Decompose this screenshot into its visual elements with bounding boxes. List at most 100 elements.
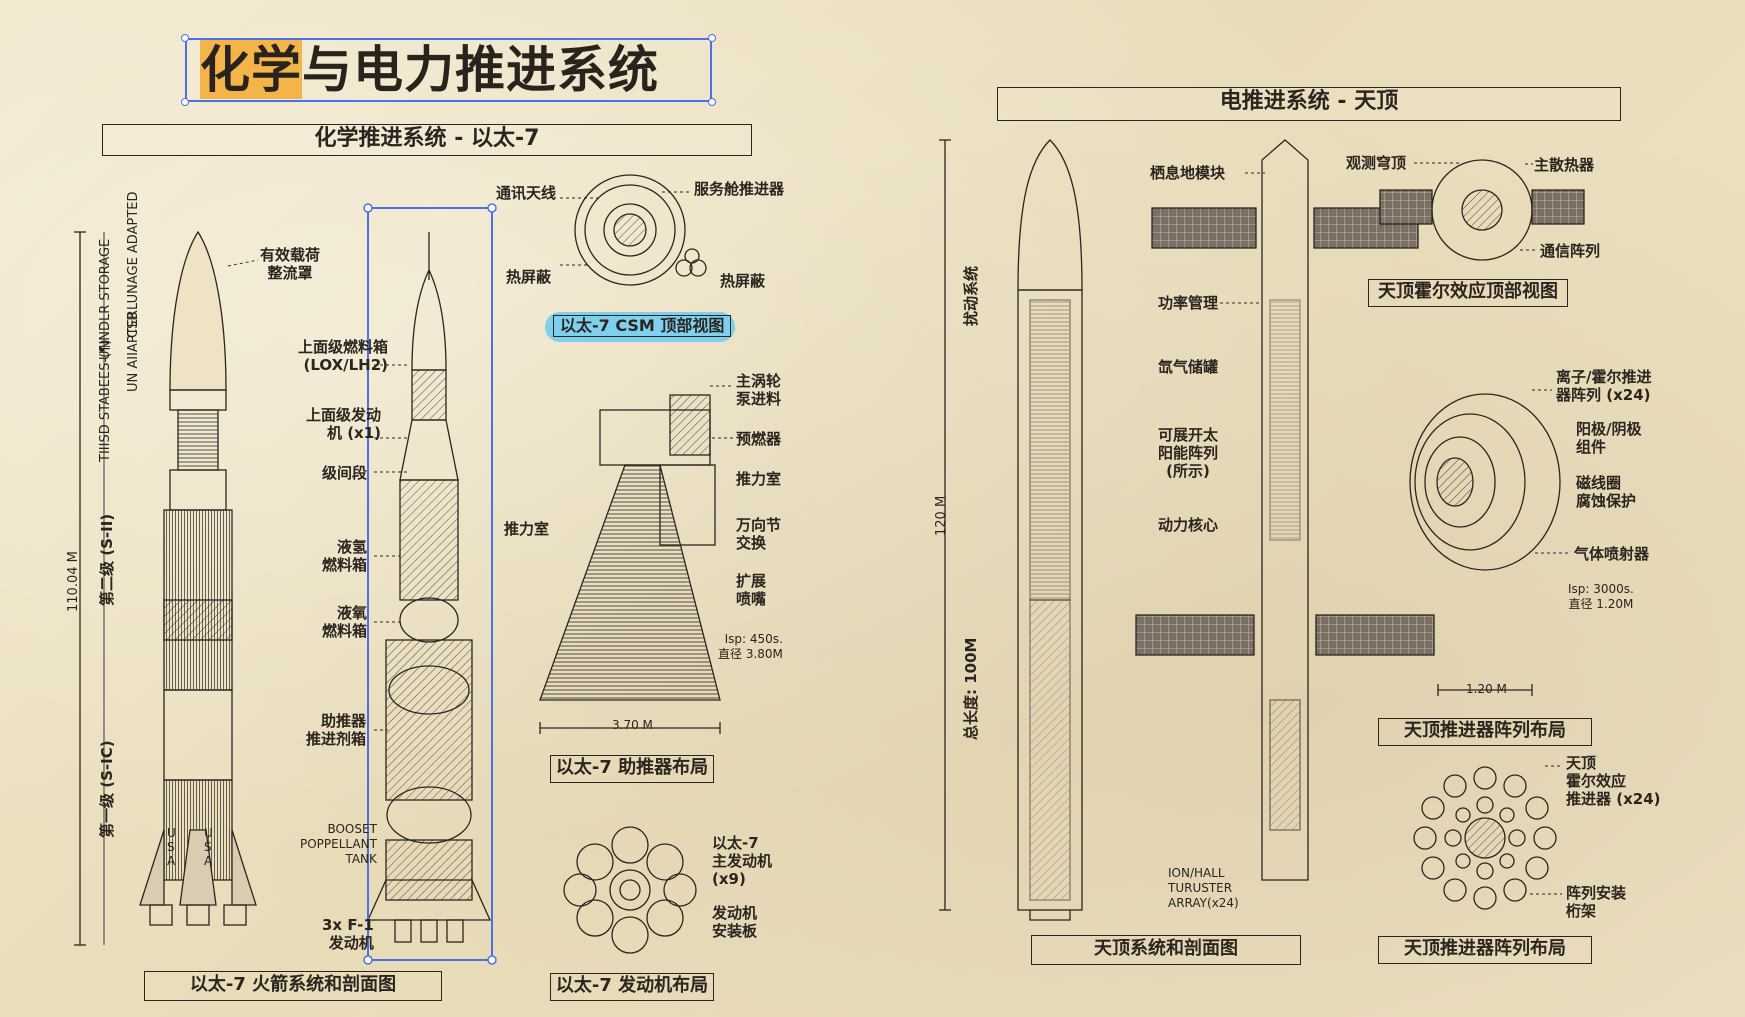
label-text: 助推器 推进剂箱 (306, 712, 367, 748)
label-gas-injector: 气体喷射器 (1574, 545, 1650, 563)
csm-caption-highlight[interactable]: 以太-7 CSM 顶部视图 (545, 312, 735, 342)
label-text: 液氧 燃料箱 (322, 604, 368, 640)
label-nozzle: 扩展 喷嘴 (736, 572, 766, 608)
label-ion-hall-array: 离子/霍尔推进 器阵列 (x24) (1556, 368, 1651, 404)
dim-engine-width: 3.70 M (612, 718, 653, 732)
title-rest: 与电力推进系统 (302, 40, 659, 99)
caption-zenith-top-view: 天顶霍尔效应顶部视图 (1368, 279, 1568, 307)
label-radiator: 主散热器 (1534, 156, 1595, 174)
dim-stage2: 第二级 (S-II) (98, 513, 116, 606)
label-mount-plate: 发动机 安装板 (712, 904, 757, 940)
label-text: Isp: 3000s. 直径 1.20M (1568, 582, 1634, 611)
label-upper-engine: 上面级发动 机 (x1) (306, 406, 381, 442)
label-text: 离子/霍尔推进 器阵列 (x24) (1556, 368, 1652, 404)
label-text: 天顶 霍尔效应 推进器 (x24) (1566, 754, 1661, 808)
caption-engine-layout: 以太-7 发动机布局 (550, 973, 714, 1001)
label-interstage: 级间段 (322, 464, 368, 482)
label-text: 扩展 喷嘴 (736, 572, 767, 608)
label-xenon: 氙气储罐 (1158, 358, 1219, 376)
label-heat-shield-1: 热屏蔽 (506, 268, 552, 286)
right-section-title: 电推进系统 - 天顶 (997, 87, 1621, 121)
label-text: 上面级发动 机 (x1) (306, 406, 382, 442)
label-text: 上面级燃料箱 (LOX/LH2) (298, 338, 389, 374)
dim-120m: 120 M (934, 495, 949, 536)
label-comm-array: 通信阵列 (1540, 242, 1601, 260)
label-gimbal: 万向节 交换 (736, 516, 781, 552)
dim-s5: TIIISD STABEES-(¶) (98, 339, 113, 462)
label-text: 发动机 安装板 (712, 904, 758, 940)
label-power-mgmt: 功率管理 (1158, 294, 1219, 312)
label-heat-shield-2: 热屏蔽 (720, 272, 766, 290)
label-lh2-tank: 液氢 燃料箱 (322, 538, 367, 574)
label-text: 液氢 燃料箱 (322, 538, 368, 574)
label-text: 主涡轮 泵进料 (736, 372, 782, 408)
zenith-rocket-cutaway (939, 139, 1083, 921)
label-text: 磁线圈 腐蚀保护 (1576, 474, 1637, 510)
label-upper-tank: 上面级燃料箱 (LOX/LH2) (298, 338, 388, 374)
label-turbopump: 主涡轮 泵进料 (736, 372, 781, 408)
title-selection-box[interactable] (185, 38, 712, 102)
label-array-truss: 阵列安装 桁架 (1566, 884, 1626, 920)
label-solar: 可展开太 阳能阵列 (所示) (1158, 426, 1218, 480)
label-booset: BOOSET POPPELLANT TANK (300, 822, 377, 867)
label-text: 3x F-1 发动机 (322, 916, 374, 952)
title-highlight: 化学 (200, 40, 302, 99)
dim-s4: UN AIIAPTER (126, 310, 141, 392)
label-text: 以太-7 主发动机 (x9) (712, 834, 773, 888)
caption-thruster-array-1: 天顶推进器阵列布局 (1378, 718, 1592, 746)
label-thrust-chamber-l: 推力室 (504, 520, 550, 538)
usa-text: USA (167, 826, 176, 868)
label-text: BOOSET POPPELLANT TANK (300, 822, 377, 866)
label-antenna: 通讯天线 (496, 184, 557, 202)
zenith-top-view (1379, 159, 1585, 261)
caption-booster-layout: 以太-7 助推器布局 (550, 755, 714, 783)
caption-csm-top-view[interactable]: 以太-7 CSM 顶部视图 (553, 315, 732, 337)
label-isp-chem: Isp: 450s. 直径 3.80M (718, 632, 783, 662)
hall-thruster-detail (1409, 393, 1561, 696)
csm-top-view (574, 174, 707, 286)
booster-engine-drawing (539, 394, 721, 734)
label-text: 有效载荷 整流罩 (260, 246, 321, 282)
zenith-station (1135, 139, 1435, 881)
left-section-title: 化学推进系统 - 以太-7 (102, 124, 752, 156)
aether7-rocket-cutaway (366, 232, 492, 943)
dim-thruster-width: 1.20 M (1466, 682, 1507, 696)
selection-handle[interactable] (181, 98, 189, 106)
dim-stage1: 第一级 (S-IC) (98, 740, 116, 838)
label-isp-electric: Isp: 3000s. 直径 1.20M (1568, 582, 1634, 612)
label-main-engines: 以太-7 主发动机 (x9) (712, 834, 772, 888)
thruster-array (1413, 766, 1557, 910)
label-preburner: 预燃器 (736, 430, 782, 448)
label-mag-coil: 磁线圈 腐蚀保护 (1576, 474, 1636, 510)
usa-mark: USA (167, 826, 179, 868)
selection-handle[interactable] (708, 34, 716, 42)
label-ion-array: ION/HALL TURUSTER ARRAY(x24) (1168, 866, 1239, 911)
engine-layout-x9 (563, 826, 697, 954)
caption-rocket-system: 以太-7 火箭系统和剖面图 (144, 971, 442, 1001)
label-payload-fairing: 有效载荷 整流罩 (260, 246, 320, 282)
dim-s2: LUNAGE ADAPTED (126, 191, 141, 311)
dim-thrust-system: 扰动系统 (962, 265, 980, 326)
label-text: 阳极/阴极 组件 (1576, 420, 1642, 456)
label-sm-thruster: 服务舱推进器 (694, 180, 785, 198)
aether7-rocket-exterior (74, 230, 257, 946)
label-text: 可展开太 阳能阵列 (所示) (1158, 426, 1219, 480)
label-text: ION/HALL TURUSTER ARRAY(x24) (1168, 866, 1239, 910)
label-lox-tank: 液氧 燃料箱 (322, 604, 367, 640)
usa-text: USA (204, 826, 213, 868)
dim-total-length: 总长度: 100M (962, 637, 980, 740)
label-power-core: 动力核心 (1158, 516, 1219, 534)
label-text: 万向节 交换 (736, 516, 782, 552)
page-title[interactable]: 化学与电力推进系统 (200, 40, 659, 100)
label-anode: 阳极/阴极 组件 (1576, 420, 1641, 456)
label-habitat: 栖息地模块 (1150, 164, 1226, 182)
label-booster-tank: 助推器 推进剂箱 (306, 712, 366, 748)
label-thrust-chamber-r: 推力室 (736, 470, 782, 488)
label-hall-thrusters: 天顶 霍尔效应 推进器 (x24) (1566, 754, 1660, 808)
usa-mark: USA (204, 826, 216, 868)
selection-handle[interactable] (708, 98, 716, 106)
selection-handle[interactable] (181, 34, 189, 42)
label-text: Isp: 450s. 直径 3.80M (718, 632, 783, 661)
